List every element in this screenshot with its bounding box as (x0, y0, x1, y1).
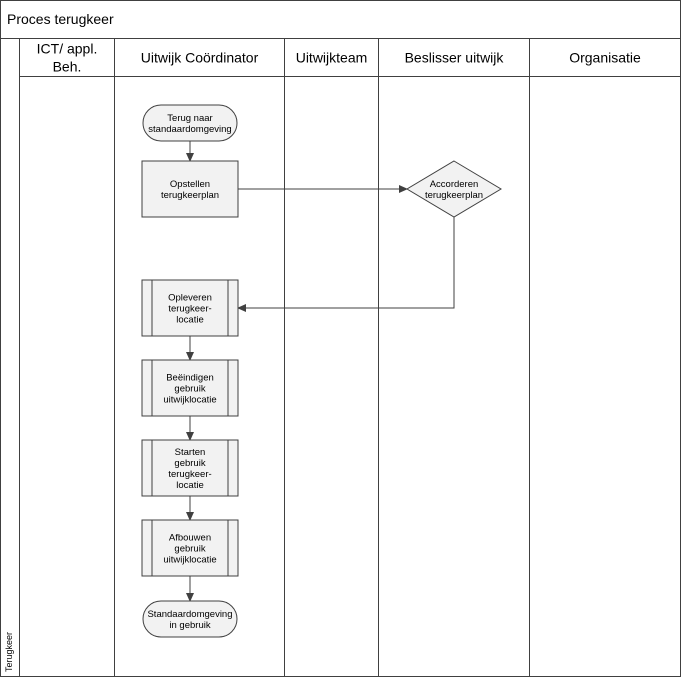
lane-header-ict: ICT/ appl.Beh. (37, 41, 98, 75)
lane-header-beslisser: Beslisser uitwijk (405, 50, 505, 66)
terminator-shape (142, 104, 238, 142)
lane-header-org: Organisatie (569, 50, 641, 66)
lane-header-team: Uitwijkteam (296, 50, 368, 66)
subprocess-shape (141, 279, 239, 337)
subprocess-shape (141, 359, 239, 417)
lane-headers: ICT/ appl.Beh. Uitwijk Coördinator Uitwijk… (37, 41, 641, 75)
subprocess-shape (141, 519, 239, 577)
decision-shape (406, 160, 502, 218)
process-shape (141, 160, 239, 218)
lane-separators (114, 38, 530, 677)
subprocess-shape (141, 439, 239, 497)
flow-edges (186, 141, 455, 602)
lane-header-coord: Uitwijk Coördinator (141, 50, 259, 66)
terminator-shape (142, 600, 238, 638)
diagram-title: Proces terugkeer (7, 11, 114, 27)
edge-accorderen-to-opleveren (237, 217, 455, 312)
row-label: Terugkeer (4, 632, 14, 672)
